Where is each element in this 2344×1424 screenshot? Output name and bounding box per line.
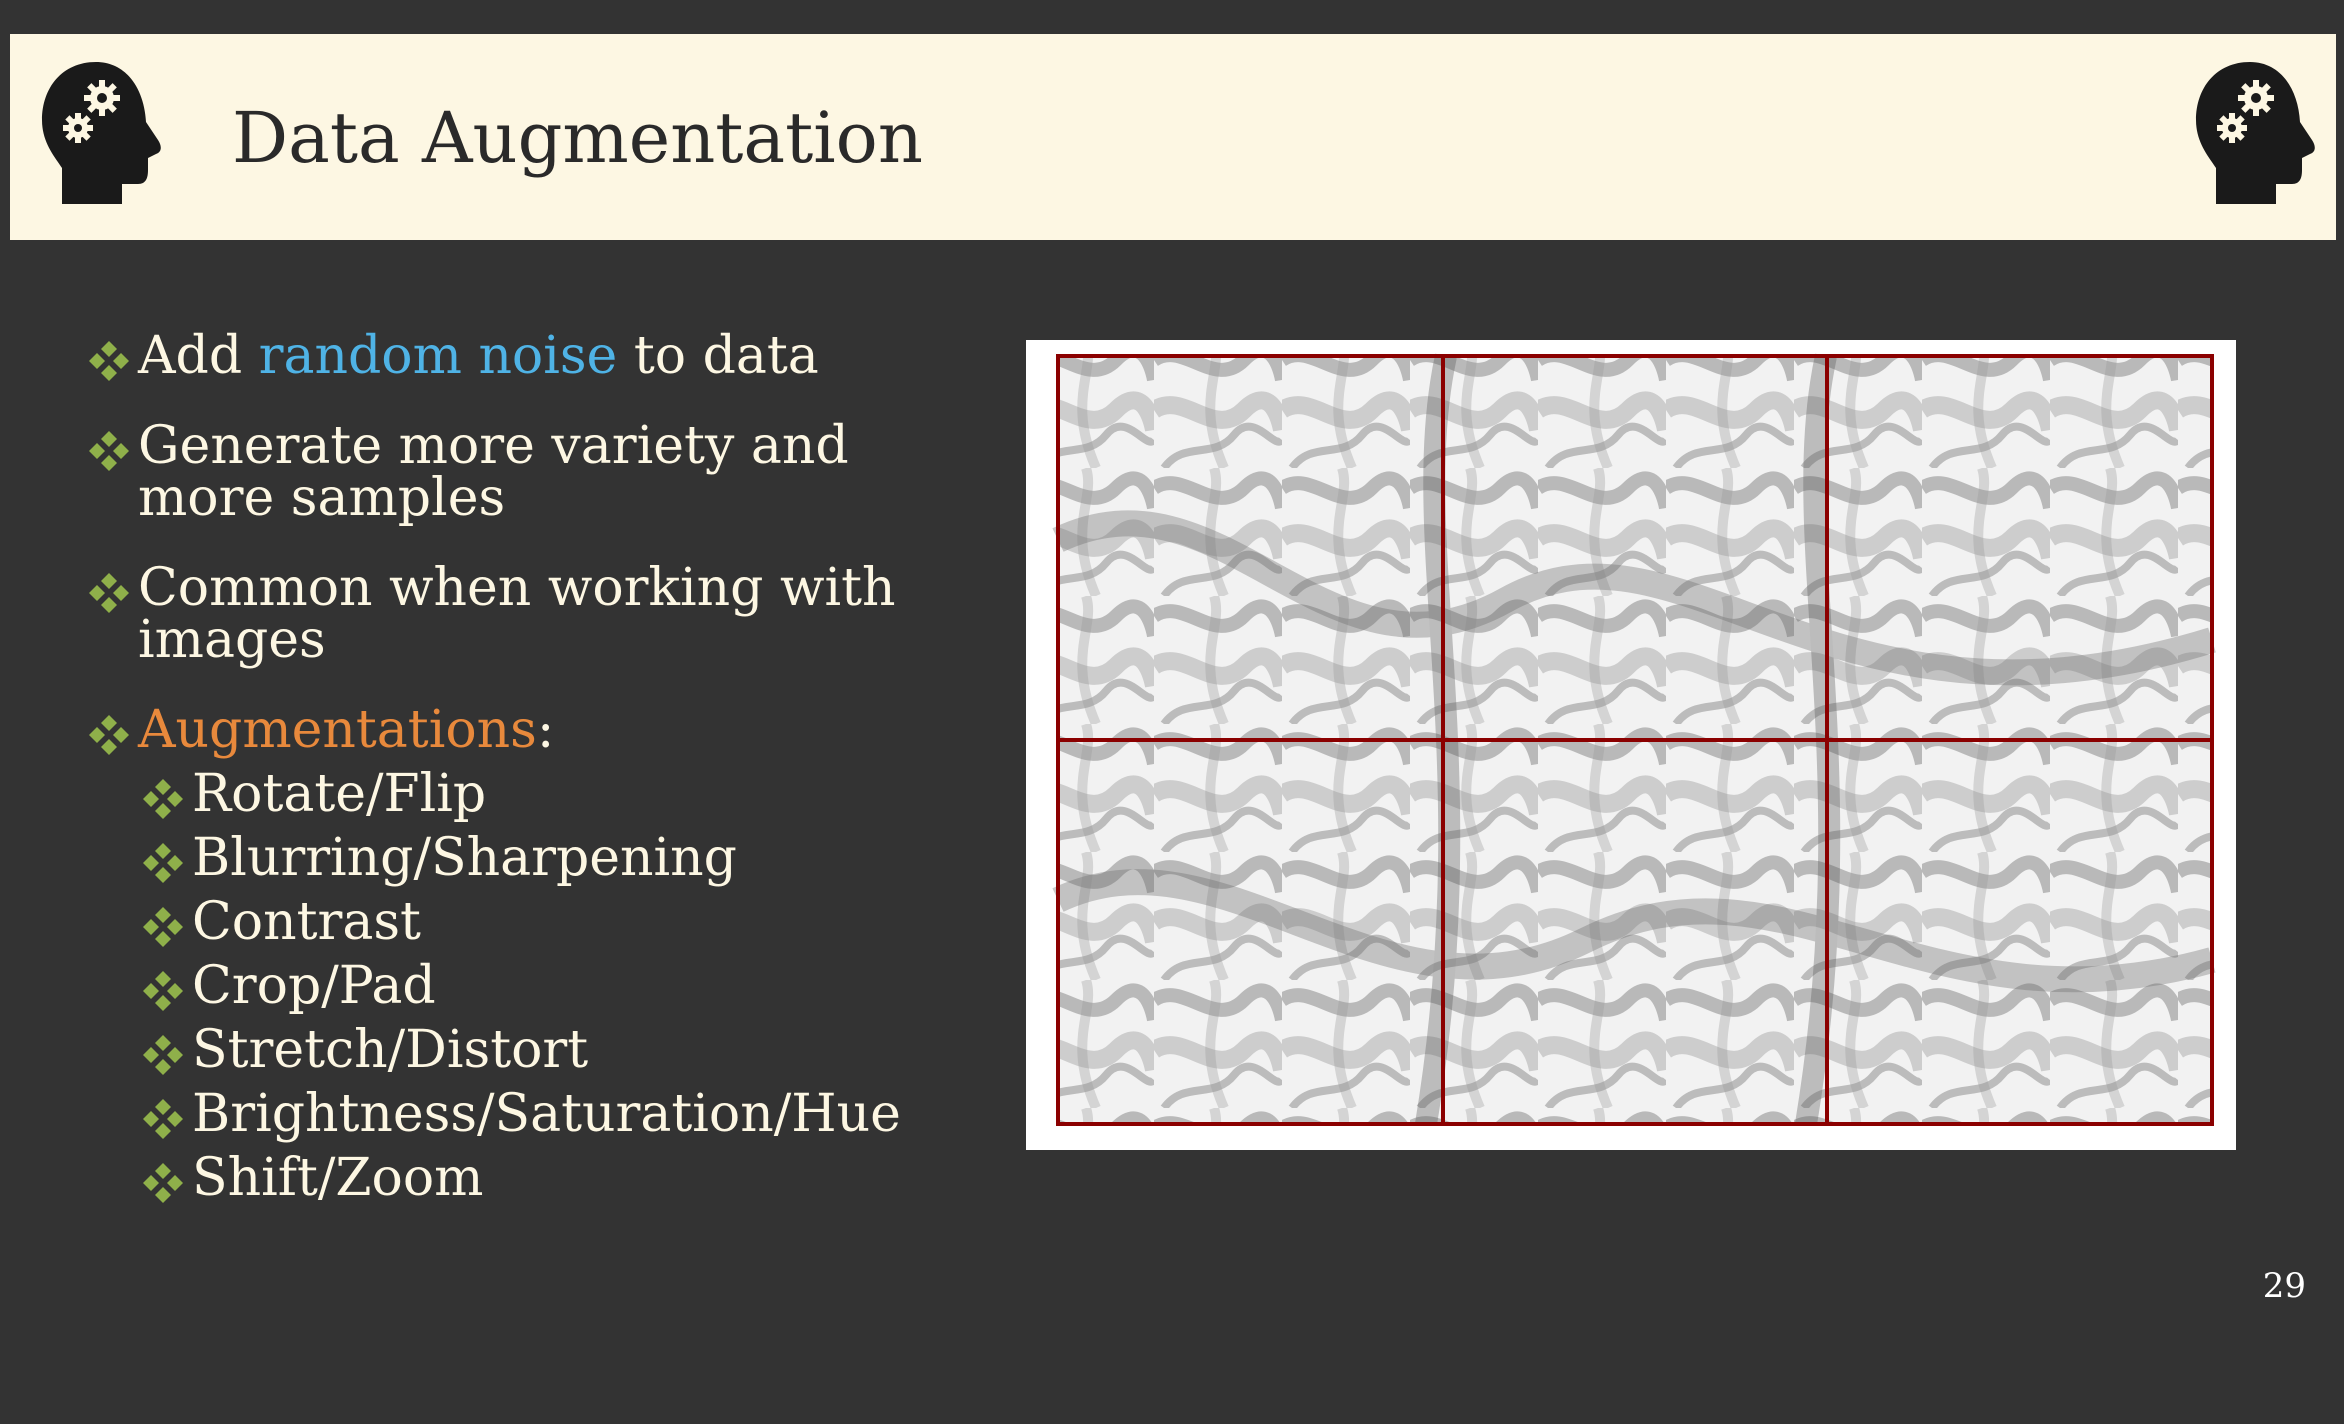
slide-header: Data Augmentation (10, 34, 2336, 240)
sub-bullet-text: Crop/Pad (192, 956, 436, 1016)
bullet-item-random-noise: Add random noise to data (86, 330, 966, 382)
diamond-bullet-icon (140, 1032, 186, 1078)
diamond-bullet-icon (86, 712, 132, 758)
diamond-bullet-icon (140, 840, 186, 886)
slide-title: Data Augmentation (232, 97, 923, 179)
page-number: 29 (2262, 1266, 2306, 1306)
sub-bullet-text: Contrast (192, 892, 421, 952)
sub-bullet-text: Shift/Zoom (192, 1148, 484, 1208)
bullet-highlight-text: random noise (258, 326, 618, 386)
diamond-bullet-icon (86, 428, 132, 474)
bullet-highlight-text: Augmentations (138, 700, 537, 760)
sub-bullet-item: Shift/Zoom (140, 1152, 966, 1204)
bullet-item-images: Common when working with images (86, 562, 966, 666)
sub-bullet-text: Blurring/Sharpening (192, 828, 737, 888)
head-with-gears-icon (38, 58, 166, 208)
sub-bullet-text: Brightness/Saturation/Hue (192, 1084, 901, 1144)
bullet-list: Add random noise to data Generate more v… (86, 330, 966, 1216)
sub-bullet-text: Stretch/Distort (192, 1020, 589, 1080)
diamond-bullet-icon (140, 1096, 186, 1142)
diamond-bullet-icon (86, 570, 132, 616)
bullet-item-augmentations: Augmentations: (86, 704, 966, 756)
sub-bullet-item: Contrast (140, 896, 966, 948)
bullet-item-variety: Generate more variety and more samples (86, 420, 966, 524)
augmentation-grid-image (1026, 340, 2236, 1150)
head-with-gears-icon (2192, 58, 2320, 208)
bullet-text: Generate more variety and more samples (138, 416, 849, 528)
sub-bullet-item: Crop/Pad (140, 960, 966, 1012)
bullet-text: Common when working with images (138, 558, 896, 670)
bullet-text: Add (138, 326, 259, 386)
bullet-text: : (536, 700, 555, 760)
sub-bullet-item: Blurring/Sharpening (140, 832, 966, 884)
augmentation-grid-svg (1052, 353, 2216, 1126)
diamond-bullet-icon (140, 968, 186, 1014)
diamond-bullet-icon (140, 904, 186, 950)
bullet-text: to data (617, 326, 819, 386)
sub-bullet-text: Rotate/Flip (192, 764, 487, 824)
sub-bullet-item: Brightness/Saturation/Hue (140, 1088, 966, 1140)
diamond-bullet-icon (140, 1160, 186, 1206)
sub-bullet-item: Stretch/Distort (140, 1024, 966, 1076)
diamond-bullet-icon (140, 776, 186, 822)
sub-bullet-item: Rotate/Flip (140, 768, 966, 820)
diamond-bullet-icon (86, 338, 132, 384)
